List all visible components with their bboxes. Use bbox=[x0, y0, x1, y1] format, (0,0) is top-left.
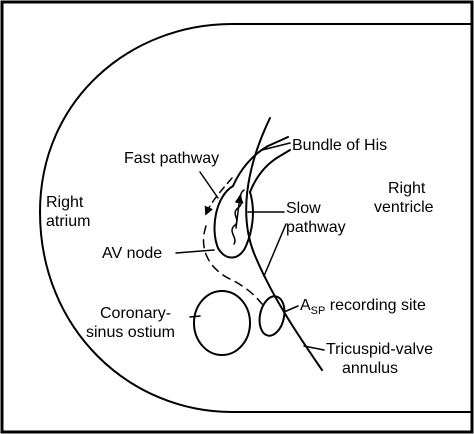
label-asp-recording-site: ASP recording site bbox=[300, 297, 426, 317]
label-right-ventricle-2: ventricle bbox=[374, 199, 434, 216]
label-slow-pathway-2: pathway bbox=[286, 219, 346, 236]
asp-main: A bbox=[300, 297, 311, 314]
label-coronary-sinus-2: sinus ostium bbox=[86, 324, 175, 341]
asp-rest: recording site bbox=[325, 297, 426, 314]
label-tricuspid-2: annulus bbox=[342, 360, 398, 377]
av-node-shape bbox=[213, 185, 254, 259]
label-coronary-sinus-1: Coronary- bbox=[100, 305, 171, 322]
label-tricuspid-1: Tricuspid-valve bbox=[326, 341, 433, 358]
leader-tricuspid bbox=[303, 345, 325, 351]
leader-av-node bbox=[175, 249, 215, 254]
leader-fast-pathway bbox=[199, 171, 219, 199]
fast-pathway-arrow bbox=[204, 177, 233, 216]
asp-recording-site bbox=[258, 295, 286, 337]
bundle-of-his-line-outer bbox=[232, 136, 289, 187]
slow-pathway-dashed bbox=[202, 225, 263, 305]
label-right-ventricle-1: Right bbox=[388, 180, 426, 197]
leader-bundle-of-his bbox=[261, 142, 291, 151]
label-slow-pathway-1: Slow bbox=[286, 200, 321, 217]
asp-subscript: SP bbox=[311, 305, 326, 317]
heart-outline bbox=[39, 23, 473, 413]
label-bundle-of-his: Bundle of His bbox=[292, 137, 387, 154]
label-fast-pathway: Fast pathway bbox=[124, 150, 219, 167]
leader-slow-pathway-b bbox=[263, 223, 287, 277]
label-right-atrium-2: atrium bbox=[46, 213, 90, 230]
tricuspid-annulus-line bbox=[245, 117, 323, 371]
label-av-node: AV node bbox=[102, 245, 162, 262]
bundle-of-his-line-inner bbox=[249, 149, 291, 193]
leader-asp bbox=[283, 305, 299, 313]
coronary-sinus-ostium bbox=[193, 290, 251, 356]
leader-coronary-sinus bbox=[189, 315, 201, 318]
conduction-arrow bbox=[234, 194, 244, 229]
label-right-atrium-1: Right bbox=[46, 194, 84, 211]
